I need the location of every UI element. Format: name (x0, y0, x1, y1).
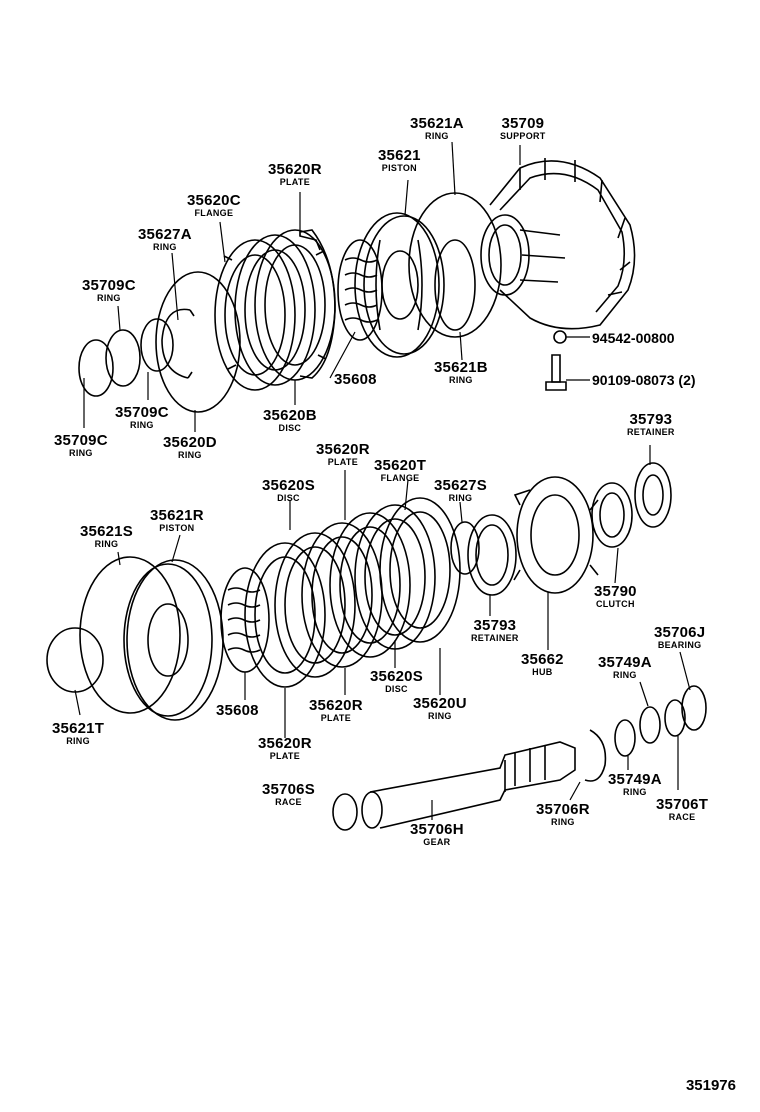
gear-shaft-35706H (361, 741, 576, 829)
bearing-35706J (681, 685, 707, 731)
one-way-clutch-35790 (591, 482, 633, 548)
race-35706T (664, 699, 686, 737)
support-drum (480, 158, 636, 330)
clutch-stack-lower (244, 497, 461, 688)
race-35706S (332, 793, 358, 831)
hub-35662 (513, 476, 599, 594)
ref-94542-00800: 94542-00800 (592, 330, 675, 346)
leader-lines (74, 141, 691, 820)
ring-35749A-a (614, 719, 636, 757)
ring-35706R (584, 729, 607, 782)
ring-35621B (434, 239, 476, 331)
diagram-number: 351976 (685, 1077, 736, 1094)
label-35608-upper: 35608 (334, 371, 377, 388)
spring-pack-35608 (337, 239, 383, 341)
ring-35627S (450, 521, 480, 575)
ring-35621T (46, 627, 104, 693)
ring-35621S (79, 556, 181, 714)
bolt-90109 (545, 354, 567, 391)
piston-35621R (123, 559, 224, 721)
ref-90109-08073: 90109-08073 (2) (592, 372, 696, 388)
label-35608-lower: 35608 (216, 702, 259, 719)
ring-35709C-a (140, 318, 174, 372)
retainer-35793-lower (467, 514, 517, 596)
ring-35709C-c (78, 339, 114, 397)
retainer-35793-upper (634, 462, 672, 528)
clutch-stack-upper (214, 229, 336, 391)
piston-35621 (354, 212, 445, 358)
snap-ring-35620D (155, 271, 241, 413)
ring-35749A-b (639, 706, 661, 744)
washer-94542 (553, 330, 567, 344)
ring-35621A (408, 192, 502, 338)
spring-pack-lower (220, 567, 270, 673)
ring-35709C-b (105, 329, 141, 387)
